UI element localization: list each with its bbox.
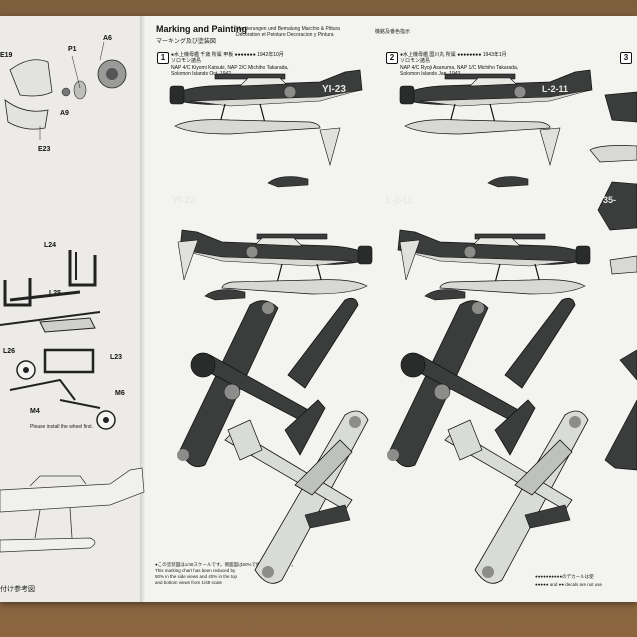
caption-2-jp2: ソロモン諸島 xyxy=(400,58,431,64)
part-label-m6: M6 xyxy=(115,390,125,397)
section-number-2: 2 xyxy=(386,52,398,64)
caption-2-en1: NAP 4/C Ryoji Asanuma, NAP 1/C Michiho T… xyxy=(400,65,519,71)
section3-partial-drawings xyxy=(589,91,637,471)
part-label-l23: L23 xyxy=(110,354,123,361)
footer-note-en3: and bottom views from 1/48 scale xyxy=(155,580,223,585)
part-label-e19: E19 xyxy=(0,52,13,59)
tail-code-2a: L-2-11 xyxy=(542,84,568,94)
part-label-l26: L26 xyxy=(3,348,16,355)
section2-side-view-left xyxy=(397,229,591,295)
footer-note-jp: ●この塗装図は1/48スケールです。側面図は50%で縮小されています。 xyxy=(155,562,296,567)
header-languages-line1: Markierungen und Bemalung Marchio & Pitt… xyxy=(236,26,340,32)
sheet-fold xyxy=(140,16,146,602)
section1-float-details xyxy=(177,127,341,301)
caption-1-en1: NAP 4/C Kiyomi Katsuki, NAP 2/C Michiho … xyxy=(171,65,289,71)
part-label-p1: P1 xyxy=(68,46,77,53)
footer-note-en2: 50% in the side views and 40% in the top xyxy=(155,574,238,579)
footer-note-en1: This marking chart has been reduced by xyxy=(155,568,236,573)
footer-right-note2: ●●●●● and ●● decals are not use xyxy=(535,582,603,587)
wheel-note: Please install the wheel first. xyxy=(30,424,94,430)
page-title: Marking and Painting xyxy=(156,24,248,34)
reference-floatplane-drawing xyxy=(0,467,145,553)
part-label-l24: L24 xyxy=(44,242,57,249)
caption-2-en2: Solomon Islands Jan. 1943 xyxy=(400,71,461,77)
caption-2-jp: ●水上機母艦 国川丸 所属 ●●●●●●●● 1943年1月 xyxy=(400,52,507,58)
section1-side-view-left xyxy=(179,229,373,295)
section1-bottom-view xyxy=(224,410,369,584)
part-label-e23: E23 xyxy=(38,146,51,153)
caption-1-jp: ●水上機母艦 千歳 所属 甲板 ●●●●●●● 1942年10月 xyxy=(171,52,284,58)
tail-code-2b: L-2-11 xyxy=(386,195,412,205)
caption-1-en2: Solomon Islands Oct. 1942 xyxy=(171,71,232,77)
cart-assembly-drawing xyxy=(0,250,116,430)
section2-float-details xyxy=(399,127,561,301)
section2-top-view xyxy=(387,297,576,468)
section1-side-view-right xyxy=(169,69,363,135)
section1-top-view xyxy=(177,297,359,468)
header-languages-line2: Décoration et Peinture Decoracion y Pint… xyxy=(236,32,334,38)
reference-note: 付け参考図 xyxy=(0,586,35,593)
section-number-3: 3 xyxy=(620,52,632,64)
section2-bottom-view xyxy=(444,410,589,584)
header-languages: Markierungen und Bemalung Marchio & Pitt… xyxy=(236,26,346,38)
section-number-1: 1 xyxy=(157,52,169,64)
right-japanese-heading: 機銘及番色指示 xyxy=(375,29,411,35)
tail-code-3: 35- xyxy=(603,195,616,205)
tail-code-1a: YI-23 xyxy=(322,84,346,95)
footer-right-note1: ●●●●●●●●●●のデカールは使 xyxy=(535,574,594,579)
part-label-m4: M4 xyxy=(30,408,40,415)
part-label-a6: A6 xyxy=(103,35,112,42)
section2-side-view-right xyxy=(399,69,593,135)
tail-code-1b: YI-23 xyxy=(172,195,196,206)
part-label-a9: A9 xyxy=(60,110,69,117)
japanese-title: マーキング及び塗装図 xyxy=(156,39,216,45)
engine-assembly-drawing xyxy=(4,41,127,140)
caption-1-jp2: ソロモン諸島 xyxy=(171,58,202,64)
